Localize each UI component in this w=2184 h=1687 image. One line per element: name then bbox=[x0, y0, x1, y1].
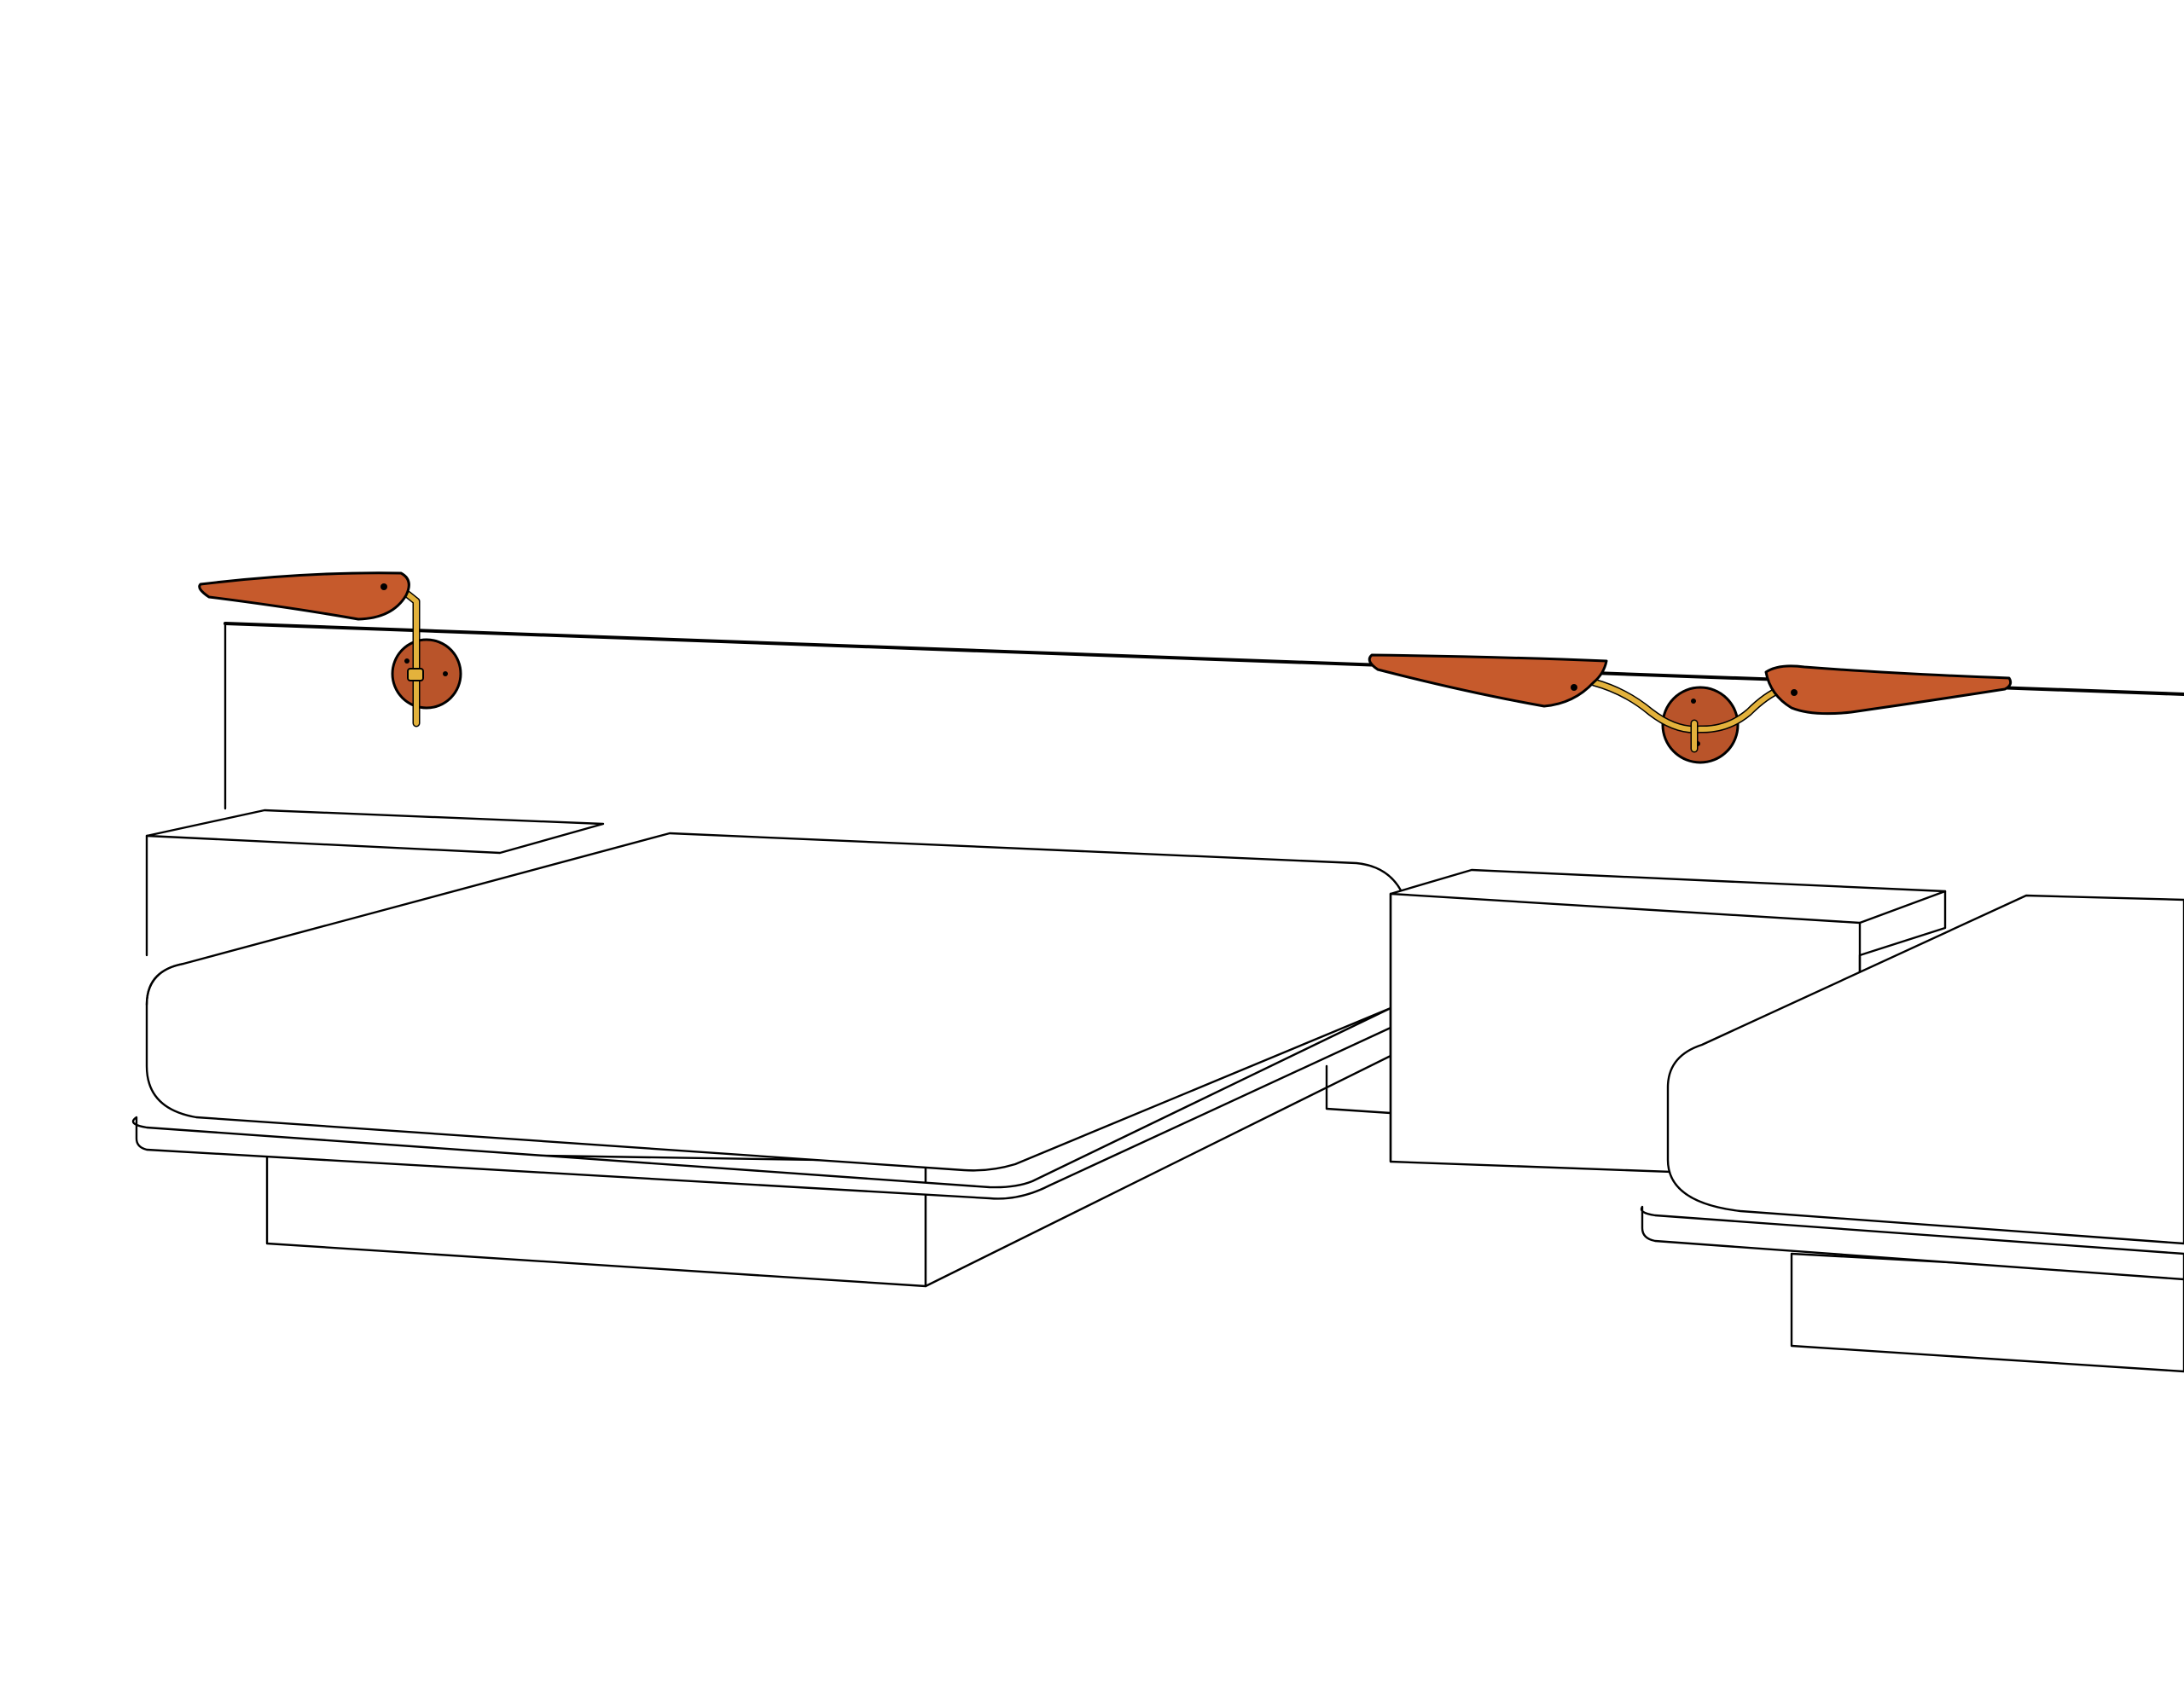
nightstand-icon bbox=[145, 809, 605, 957]
platform-bed-icon bbox=[131, 832, 1405, 1288]
platform-bed-partial-icon bbox=[1640, 894, 2184, 1373]
headboard-wall-icon bbox=[224, 622, 2184, 810]
wall-sconce-double-icon bbox=[1368, 653, 2013, 764]
wall-sconce-single-icon bbox=[198, 571, 462, 728]
